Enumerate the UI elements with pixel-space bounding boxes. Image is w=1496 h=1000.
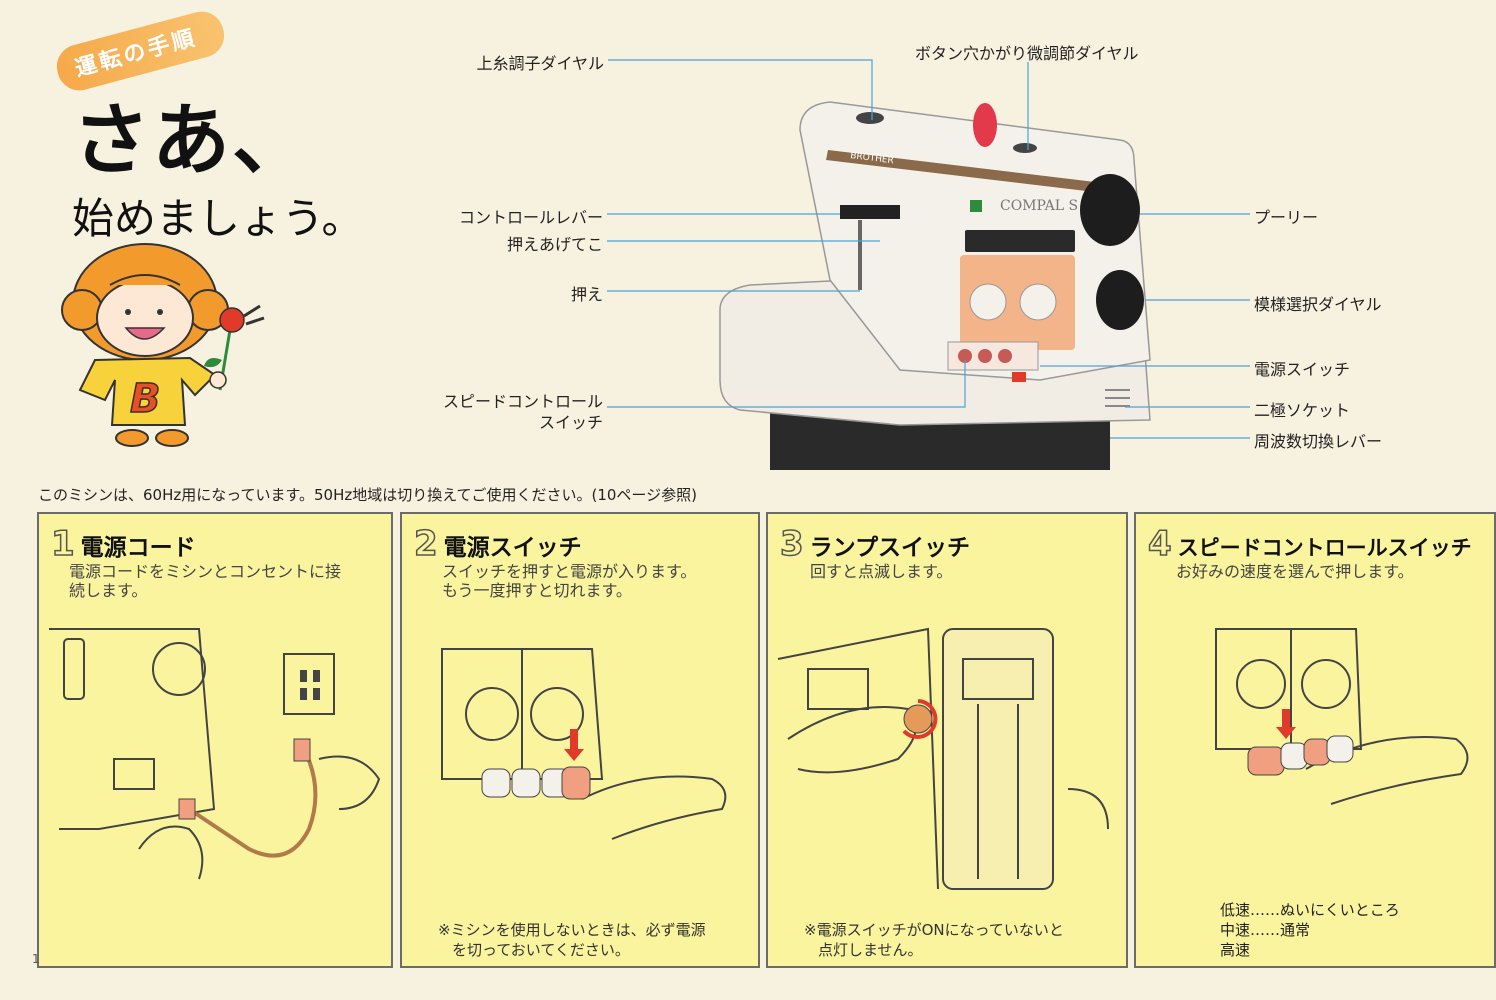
step-number: 1	[50, 523, 75, 565]
label-frequency-lever: 周波数切換レバー	[1254, 432, 1383, 451]
step-number: 4	[1147, 523, 1172, 565]
step-description: スイッチを押すと電源が入ります。 もう一度押すと切れます。	[442, 562, 697, 600]
frequency-note: このミシンは、60Hz用になっています。50Hz地域は切り換えてご使用ください。…	[38, 486, 697, 504]
step-title: ランプスイッチ	[809, 535, 970, 561]
label-pulley: プーリー	[1254, 208, 1319, 227]
label-presser-foot: 押え	[570, 285, 603, 304]
step-panel-power-cord: 1 電源コード 電源コードをミシンとコンセントに接 続します。	[37, 512, 393, 968]
step-description: 電源コードをミシンとコンセントに接 続します。	[69, 562, 342, 600]
label-socket: 二極ソケット	[1254, 401, 1351, 420]
part-leader-lines	[607, 59, 1250, 439]
step-title: 電源コード	[80, 535, 196, 561]
speed-normal: 中速……通常	[1220, 921, 1311, 939]
speed-low: 低速……ぬいにくいところ	[1220, 901, 1400, 919]
sewing-machine-illustration: BROTHER COMPAL S	[719, 101, 1151, 470]
machine-model: COMPAL S	[1000, 198, 1078, 214]
speed-control-illustration	[1215, 628, 1469, 805]
step-footnote: ※電源スイッチがONになっていないと 点灯しません。	[804, 921, 1064, 959]
mascot-letter: B	[130, 376, 161, 422]
speed-legend: 低速……ぬいにくいところ 中速……通常 高速	[1220, 900, 1400, 960]
step-description: 回すと点滅します。	[810, 562, 953, 581]
speed-high: 高速	[1220, 941, 1251, 959]
label-pattern-dial: 模様選択ダイヤル	[1254, 295, 1382, 314]
label-control-lever: コントロールレバー	[458, 208, 603, 227]
label-presser-lifter: 押えあげてこ	[506, 235, 603, 254]
page-subtitle: 始めましょう。	[72, 194, 364, 243]
mascot-illustration: B	[61, 243, 265, 447]
step-title: スピードコントロールスイッチ	[1177, 536, 1472, 560]
page-title: さあ、	[72, 96, 313, 186]
step-title: 電源スイッチ	[443, 535, 582, 561]
label-speed-switch-line1: スピードコントロール	[442, 392, 603, 411]
lamp-switch-illustration	[777, 627, 1109, 890]
power-switch-illustration	[441, 648, 727, 840]
label-buttonhole-dial: ボタン穴かがり微調節ダイヤル	[915, 44, 1139, 63]
label-power-switch: 電源スイッチ	[1254, 360, 1351, 379]
step-description: お好みの速度を選んで押します。	[1176, 562, 1414, 581]
step-number: 3	[779, 523, 804, 565]
step-footnote: ※ミシンを使用しないときは、必ず電源 を切っておいてください。	[438, 921, 706, 959]
step-panel-speed-control: 4 スピードコントロールスイッチ お好みの速度を選んで押します。 低速……ぬいに…	[1134, 512, 1496, 968]
step-panel-lamp-switch: 3 ランプスイッチ 回すと点滅します。 ※電源スイッチがONになっていないと 点…	[766, 512, 1128, 968]
power-cord-illustration	[49, 628, 381, 880]
step-number: 2	[413, 523, 438, 565]
label-speed-switch-line2: スイッチ	[538, 413, 603, 432]
page-number: 1	[32, 952, 40, 966]
label-thread-tension-dial: 上糸調子ダイヤル	[476, 54, 604, 73]
step-panel-power-switch: 2 電源スイッチ スイッチを押すと電源が入ります。 もう一度押すと切れます。 ※…	[400, 512, 760, 968]
